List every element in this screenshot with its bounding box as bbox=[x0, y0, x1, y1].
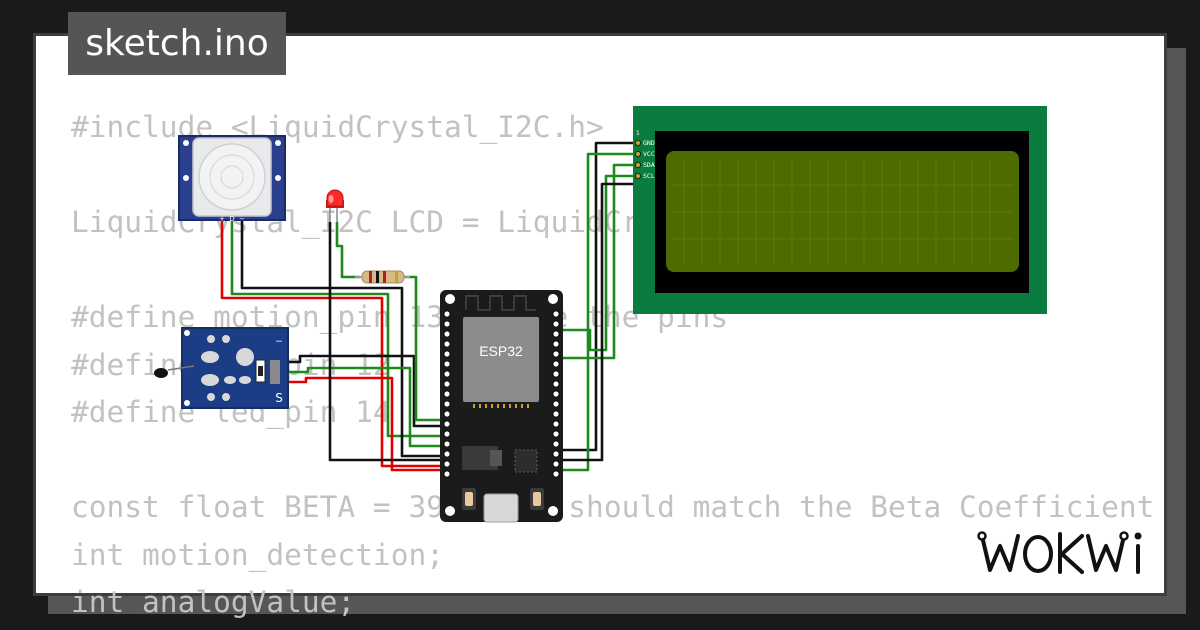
wire-pir-data bbox=[230, 220, 447, 438]
wire-pir-gnd bbox=[240, 220, 447, 458]
filename-tab[interactable]: sketch.ino bbox=[68, 12, 286, 75]
wokwi-logo bbox=[977, 531, 1142, 574]
resistor[interactable] bbox=[355, 270, 410, 284]
lcd-pin-label: GND bbox=[643, 139, 655, 147]
lcd-pin1-label: 1 bbox=[636, 130, 640, 137]
ntc-temperature-sensor[interactable]: − S bbox=[154, 327, 289, 409]
code-line: int analogValue; bbox=[71, 585, 356, 619]
lcd-pin-label: SCL bbox=[643, 172, 655, 180]
ntc-s-label: S bbox=[275, 391, 283, 405]
lcd-character-grid bbox=[672, 158, 1013, 266]
code-line: int motion_detection; bbox=[71, 537, 444, 572]
module-pads bbox=[473, 404, 529, 408]
pir-pin-label: − bbox=[239, 215, 245, 223]
wire-lcd-vcc bbox=[556, 152, 638, 472]
esp32-pins-right bbox=[552, 310, 560, 478]
wire-ntc-sig bbox=[276, 366, 447, 448]
wire-pir-vcc bbox=[220, 220, 447, 468]
lcd-pins bbox=[635, 139, 642, 179]
lcd-display[interactable]: 1 GND VCC SDA SCL bbox=[633, 106, 1047, 314]
lcd-pin-label: VCC bbox=[643, 150, 655, 158]
wire-lcd-sda bbox=[556, 163, 638, 360]
pir-motion-sensor[interactable]: + D − bbox=[178, 135, 286, 223]
esp32-pins-left bbox=[443, 310, 451, 478]
ntc-minus-label: − bbox=[275, 337, 283, 347]
esp32-chip-label: ESP32 bbox=[479, 343, 523, 359]
wire-esp-gnd bbox=[556, 182, 638, 462]
wire-ntc-gnd bbox=[276, 354, 447, 428]
code-line: const float BETA = 3950; // should match… bbox=[71, 490, 1155, 524]
pir-pin-label: + bbox=[219, 215, 225, 223]
pir-pin-label: D bbox=[229, 215, 234, 223]
wire-ntc-vcc bbox=[276, 376, 447, 472]
wire-led-cathode bbox=[335, 222, 360, 279]
wire-led-to-gnd bbox=[328, 222, 447, 462]
wires bbox=[220, 141, 638, 472]
lcd-pin-label: SDA bbox=[643, 161, 655, 169]
red-led[interactable] bbox=[326, 189, 344, 222]
esp32-board[interactable]: ESP32 bbox=[440, 290, 563, 523]
wire-lcd-gnd bbox=[556, 141, 638, 452]
wire-lcd-scl bbox=[556, 174, 638, 352]
